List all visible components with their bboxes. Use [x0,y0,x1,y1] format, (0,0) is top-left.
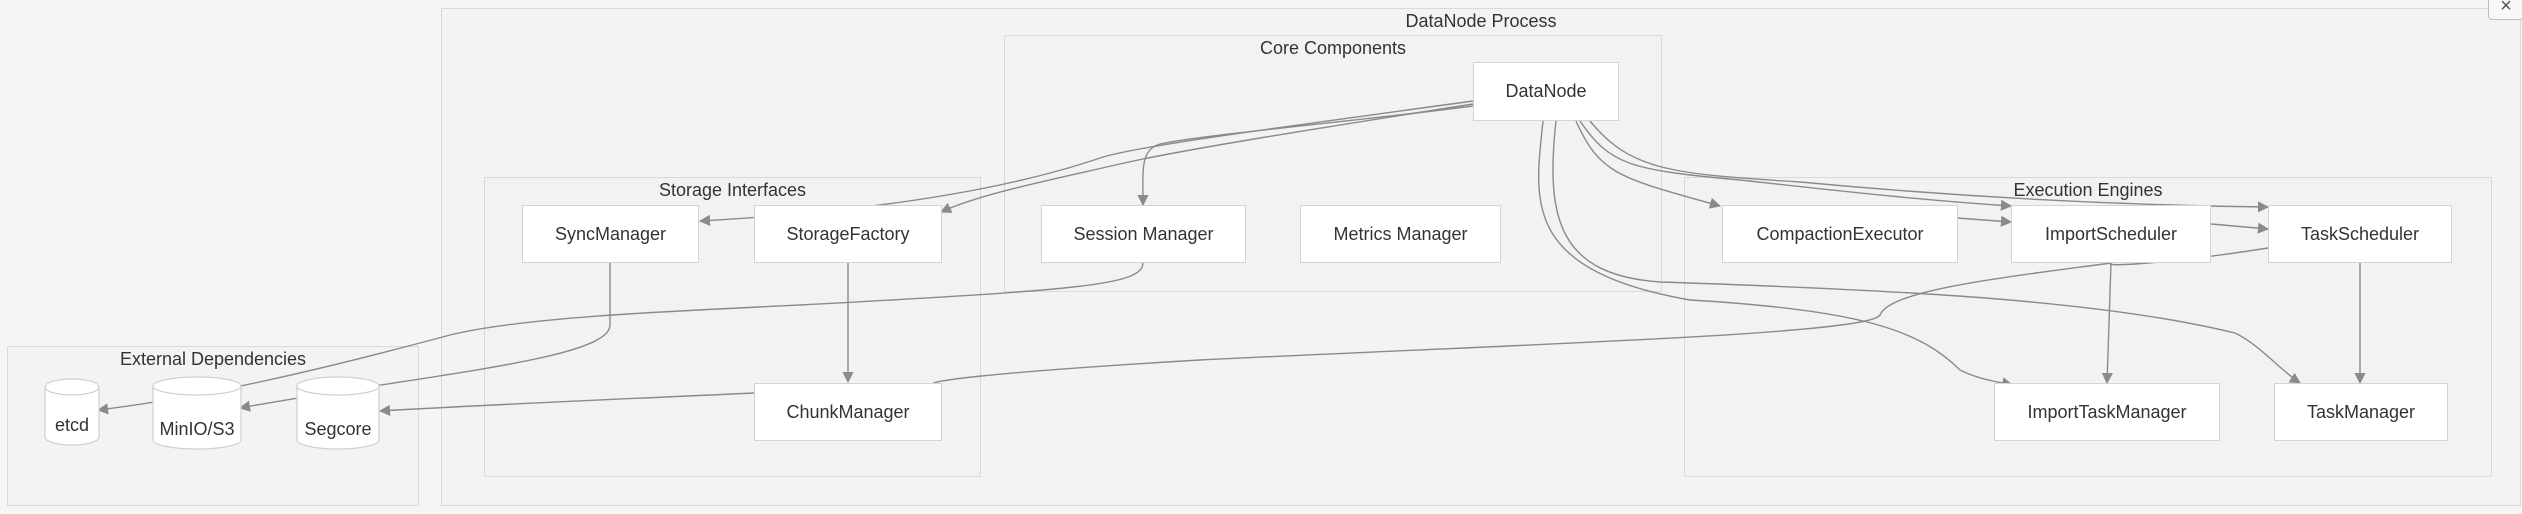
datanode-process-title: DataNode Process [1405,11,1557,31]
session-manager-node[interactable]: Session Manager [1041,205,1246,263]
close-icon: × [2500,0,2512,17]
import-scheduler-node[interactable]: ImportScheduler [2011,205,2211,263]
minio-database[interactable]: MinIO/S3 [152,376,242,450]
cylinder-icon [296,376,380,450]
etcd-database[interactable]: etcd [44,378,100,446]
datanode-node[interactable]: DataNode [1473,62,1619,121]
close-button[interactable]: × [2488,0,2522,20]
compaction-executor-node[interactable]: CompactionExecutor [1722,205,1958,263]
storage-interfaces-title: Storage Interfaces [658,180,807,200]
cylinder-icon [44,378,100,446]
segcore-label: Segcore [304,419,372,439]
task-manager-node[interactable]: TaskManager [2274,383,2448,441]
metrics-manager-node[interactable]: Metrics Manager [1300,205,1501,263]
core-components-title: Core Components [1259,38,1407,58]
external-dependencies-title: External Dependencies [119,349,307,369]
cylinder-icon [152,376,242,450]
storage-factory-node[interactable]: StorageFactory [754,205,942,263]
task-scheduler-node[interactable]: TaskScheduler [2268,205,2452,263]
sync-manager-node[interactable]: SyncManager [522,205,699,263]
minio-label: MinIO/S3 [159,419,235,439]
import-task-manager-node[interactable]: ImportTaskManager [1994,383,2220,441]
execution-engines-title: Execution Engines [2013,180,2163,200]
chunk-manager-node[interactable]: ChunkManager [754,383,942,441]
segcore-database[interactable]: Segcore [296,376,380,450]
etcd-label: etcd [54,415,90,435]
